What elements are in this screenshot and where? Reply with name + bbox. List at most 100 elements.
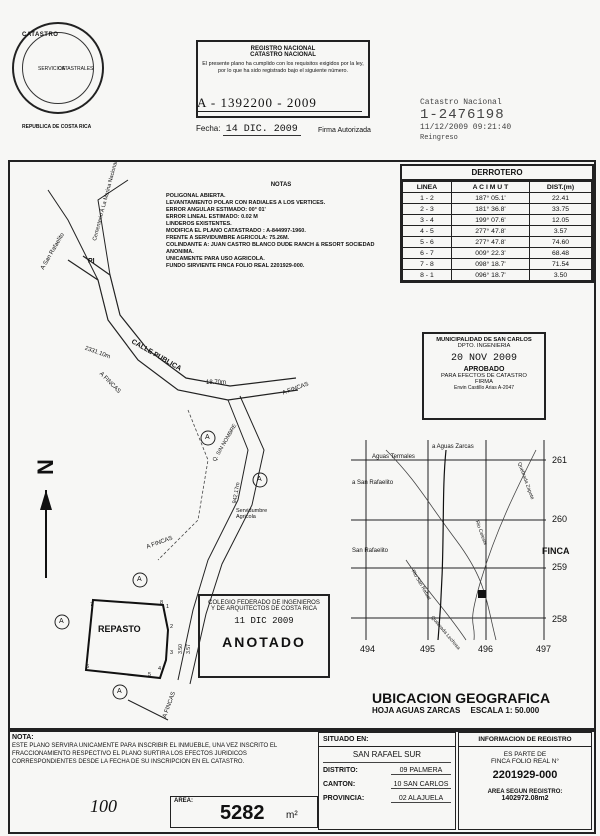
area-value: 5282 xyxy=(220,802,265,824)
inscrip-header: INFORMACION DE REGISTRO xyxy=(459,733,591,747)
catastro-title: CATASTRO NACIONAL xyxy=(250,52,316,58)
finca-marker xyxy=(478,590,486,598)
provincia-value: 02 ALAJUELA xyxy=(391,795,451,803)
municipalidad-stamp: MUNICIPALIDAD DE SAN CARLOS DPTO. INGENI… xyxy=(422,332,546,420)
cell: 096° 18.7' xyxy=(450,269,531,281)
road-bottom xyxy=(127,699,169,721)
cell: 009° 22.3' xyxy=(450,247,531,259)
label-dist-right: 18.70m xyxy=(206,380,227,386)
colegio-anotado: ANOTADO xyxy=(222,634,306,650)
signature-mark: 100 xyxy=(90,796,117,816)
servidumbre-edge-2 xyxy=(189,395,265,685)
cell: 4 - 5 xyxy=(402,225,452,237)
marker-a-3: A xyxy=(137,576,142,583)
cell: 2 - 3 xyxy=(402,203,452,215)
road-edge-2 xyxy=(82,255,297,387)
nota-block: NOTA: ESTE PLANO SERVIRA UNICAMENTE PARA… xyxy=(12,734,302,766)
nota-label: NOTA: xyxy=(12,734,34,741)
registro-body: El presente plano ha cumplido con los re… xyxy=(202,61,364,74)
vertex-1: 1 xyxy=(166,604,170,610)
folio-number: 2201929-000 xyxy=(492,769,558,781)
nota-item: LEVANTAMIENTO POLAR CON RADIALES A LOS V… xyxy=(166,200,326,206)
cell: 74.60 xyxy=(529,236,592,248)
label-repasto: REPASTO xyxy=(98,624,141,634)
distrito-label: DISTRITO: xyxy=(323,767,358,774)
loc-x-494: 494 xyxy=(360,644,376,654)
registro-title: REGISTRO NACIONAL xyxy=(250,46,316,52)
loc-aguas-termales: Aguas Termales xyxy=(372,454,415,460)
loc-y-259: 259 xyxy=(552,562,568,572)
vertex-5: 5 xyxy=(148,672,152,678)
informacion-registro-block: INFORMACION DE REGISTRO ES PARTE DE FINC… xyxy=(458,732,592,830)
loc-san-rafaelito: San Rafaelito xyxy=(352,548,389,554)
situado-provincia-row: PROVINCIA: 02 ALAJUELA xyxy=(319,791,455,805)
cell: 8 - 1 xyxy=(402,269,452,281)
hoja-name: HOJA AGUAS ZARCAS xyxy=(372,706,461,715)
cell: 33.75 xyxy=(529,203,592,215)
inscrip-line1: ES PARTE DE xyxy=(503,751,547,758)
parcel-map xyxy=(47,179,299,721)
notas-block: NOTAS POLIGONAL ABIERTA. LEVANTAMIENTO P… xyxy=(166,182,396,270)
dim-3-57: 3.57 xyxy=(185,644,192,654)
cell: 3.57 xyxy=(529,225,592,237)
cell: 12.05 xyxy=(529,214,592,226)
location-grid xyxy=(351,440,546,640)
river-1 xyxy=(385,449,497,641)
col-acimut: A C I M U T xyxy=(450,181,531,193)
canton-label: CANTON: xyxy=(323,781,356,788)
cell: 68.48 xyxy=(529,247,592,259)
situado-canton-row: CANTON: 10 SAN CARLOS xyxy=(319,777,455,791)
cell: 1 - 2 xyxy=(402,192,452,204)
area-registro-value: 1402972.08m2 xyxy=(501,795,549,802)
vertex-8: 8 xyxy=(160,600,164,606)
registro-number: A - 1392200 - 2009 xyxy=(197,95,362,112)
road-line xyxy=(437,449,447,641)
cell: 22.41 xyxy=(529,192,592,204)
north-label: N xyxy=(32,459,58,475)
muni-date: 20 NOV 2009 xyxy=(450,353,517,364)
catastro-stamp-number: 1-2476198 xyxy=(420,107,505,123)
cell: 187° 05.1' xyxy=(450,192,531,204)
cell: 181° 36.8' xyxy=(450,203,531,215)
vertex-4: 4 xyxy=(158,666,162,672)
catastro-stamp-datetime: 11/12/2009 09:21:40 xyxy=(420,123,512,132)
col-dist: DIST.(m) xyxy=(529,181,592,193)
loc-x-497: 497 xyxy=(536,644,552,654)
marker-a-4: A xyxy=(59,618,64,625)
loc-x-496: 496 xyxy=(478,644,494,654)
loc-y-260: 260 xyxy=(552,514,568,524)
nota-item: FRENTE A SERVIDUMBRE AGRICOLA: 75.26m. xyxy=(166,235,290,241)
road-north-1 xyxy=(47,189,99,281)
loc-y-261: 261 xyxy=(552,455,568,465)
nota-item: UNICAMENTE PARA USO AGRICOLA. xyxy=(166,256,265,262)
cell: 199° 07.6' xyxy=(450,214,531,226)
nota-item: COLINDANTE A: JUAN CASTRO BLANCO DUDE RA… xyxy=(166,242,375,255)
colegio-line1: COLEGIO FEDERADO DE INGENIEROS xyxy=(208,600,320,606)
muni-approved: APROBADO xyxy=(463,366,505,373)
cell: 3.50 xyxy=(529,269,592,281)
muni-line1: MUNICIPALIDAD DE SAN CARLOS xyxy=(436,337,532,343)
label-servidumbre: Servidumbre Agricola xyxy=(236,508,268,520)
firma-autorizada: Firma Autorizada xyxy=(318,127,371,134)
area-box xyxy=(170,796,318,828)
seal-top-text: CATASTRO xyxy=(22,32,59,38)
provincia-label: PROVINCIA: xyxy=(323,795,365,802)
ubicacion-title: UBICACION GEOGRAFICA xyxy=(372,690,551,706)
loc-x-495: 495 xyxy=(420,644,436,654)
ubicacion-hoja: HOJA AGUAS ZARCAS ESCALA 1: 50.000 xyxy=(372,706,539,715)
escala: ESCALA 1: 50.000 xyxy=(470,706,540,715)
registro-fecha: Fecha: 14 DIC. 2009 xyxy=(196,124,301,136)
creek-line xyxy=(157,409,209,561)
north-arrow-icon xyxy=(40,490,52,578)
inscrip-line2: FINCA FOLIO REAL N° xyxy=(490,758,560,765)
colegio-stamp: COLEGIO FEDERADO DE INGENIEROS Y DE ARQU… xyxy=(198,594,330,678)
vertex-3: 3 xyxy=(170,650,174,656)
dim-3-50: 3.50 xyxy=(177,644,184,654)
seal-services-text: SERVICIOS xyxy=(38,66,66,72)
